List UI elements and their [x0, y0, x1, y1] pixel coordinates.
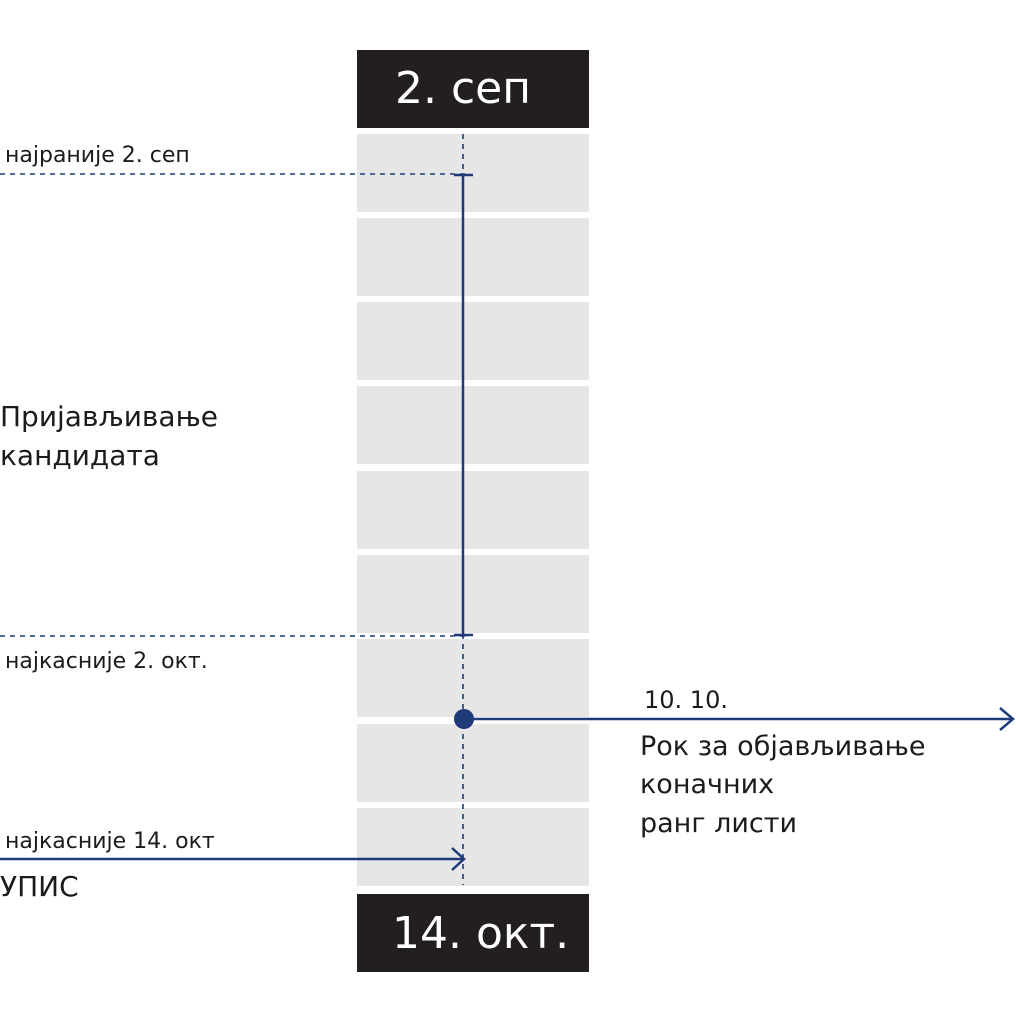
application-period-bracket	[454, 173, 473, 637]
enrollment-arrow	[0, 847, 466, 871]
calendar-block	[357, 302, 589, 380]
calendar-block	[357, 555, 589, 633]
calendar-block	[357, 218, 589, 296]
calendar-block	[357, 386, 589, 464]
calendar-block	[357, 808, 589, 886]
calendar-block	[357, 471, 589, 549]
earliest-date-note: најраније 2. сеп	[5, 143, 190, 168]
calendar-block	[357, 639, 589, 717]
enrollment-title: УПИС	[0, 870, 79, 903]
enrollment-deadline-note: најкасније 14. окт	[5, 829, 215, 854]
ranking-text-line3: ранг листи	[640, 808, 797, 839]
calendar-block	[357, 724, 589, 802]
calendar-block	[357, 134, 589, 212]
start-date-box	[357, 50, 589, 128]
application-title-line1: Пријављивање	[0, 400, 218, 433]
calendar-column	[357, 134, 589, 886]
latest-date-note: најкасније 2. окт.	[5, 649, 208, 674]
start-date-label: 2. сеп	[395, 63, 531, 114]
end-date-box	[357, 894, 589, 972]
ranking-date-label: 10. 10.	[644, 686, 728, 714]
ranking-text-line1: Рок за објављивање	[640, 731, 926, 762]
ranking-milestone-dot	[454, 709, 474, 729]
end-date-label: 14. окт.	[392, 908, 569, 959]
application-title-line2: кандидата	[0, 439, 160, 472]
ranking-arrow	[470, 707, 1015, 731]
ranking-text-line2: коначних	[640, 769, 774, 800]
